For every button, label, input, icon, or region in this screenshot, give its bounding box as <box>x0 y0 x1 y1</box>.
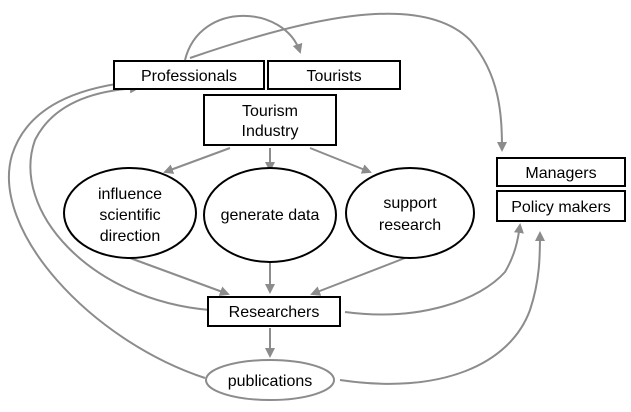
tourism-industry-label-line1: Tourism <box>242 103 298 120</box>
arrow-influence-to-researchers <box>129 257 230 296</box>
node-researchers: Researchers <box>207 296 341 327</box>
node-publications: publications <box>205 359 335 401</box>
arrow-publications-to-policymakers <box>339 231 545 385</box>
arrow-researchers-to-policymakers <box>344 223 524 316</box>
publications-label: publications <box>228 373 313 390</box>
arrow-publications-to-professionals <box>7 77 206 379</box>
influence-label-line2: scientific <box>99 207 160 224</box>
node-policy-makers: Policy makers <box>496 190 626 222</box>
arrow-researchers-to-professionals <box>29 83 211 311</box>
node-managers: Managers <box>496 157 626 187</box>
tourism-industry-label-line2: Industry <box>242 123 299 140</box>
node-influence: influence scientific direction <box>63 167 197 259</box>
node-professionals: Professionals <box>113 60 265 90</box>
policy-makers-label: Policy makers <box>511 199 611 216</box>
arrow-industry-to-influence <box>163 147 231 174</box>
arrow-support-to-researchers <box>310 257 406 296</box>
arrows <box>7 12 545 385</box>
node-support-research: support research <box>345 167 475 259</box>
professionals-label: Professionals <box>141 68 237 85</box>
tourists-label: Tourists <box>306 68 361 85</box>
node-generate-data: generate data <box>203 167 337 263</box>
support-research-label-line1: support <box>383 195 437 212</box>
node-tourism-industry: Tourism Industry <box>203 94 337 146</box>
researchers-label: Researchers <box>229 304 320 321</box>
arrow-professionals-to-managers <box>189 12 507 152</box>
support-research-label-line2: research <box>379 217 441 234</box>
arrow-industry-to-support <box>309 147 372 174</box>
influence-label-line3: direction <box>100 228 160 245</box>
node-tourists: Tourists <box>267 60 401 90</box>
influence-label-line1: influence <box>98 186 162 203</box>
generate-data-label: generate data <box>221 207 320 224</box>
arrow-professionals-to-tourists <box>184 14 303 61</box>
managers-label: Managers <box>525 165 596 182</box>
